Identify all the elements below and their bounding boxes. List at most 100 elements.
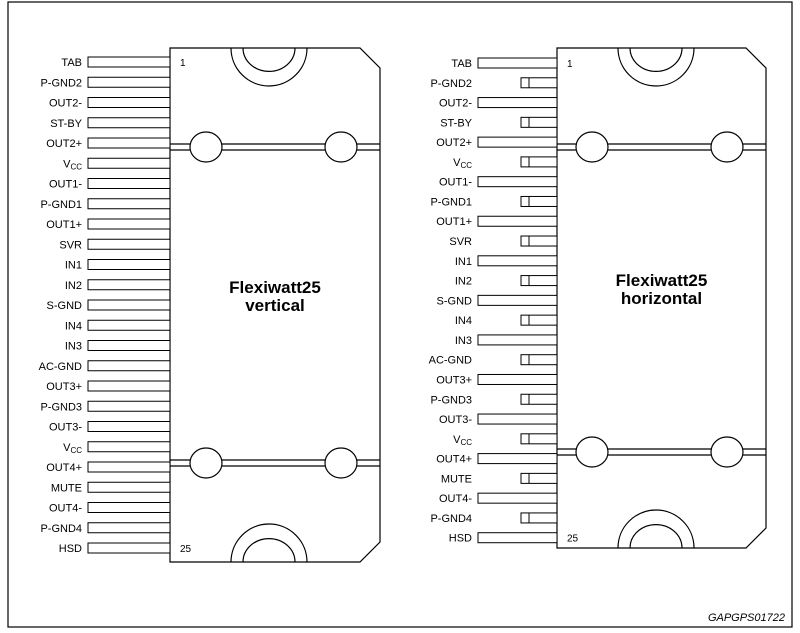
figure-frame [7,1,793,628]
pin-label: IN1 [455,256,472,268]
pin-label: P-GND4 [40,523,82,535]
pin-label: P-GND2 [430,78,472,90]
bottom-notch [617,509,695,549]
pin-lead [477,255,558,267]
pin-lead [520,512,558,524]
pin: IN4 [65,319,171,332]
pin-label: ST-BY [440,117,472,129]
pin-lead [520,77,558,89]
pin-lead [87,522,171,534]
pin: OUT3- [49,421,171,434]
pin-lead [87,400,171,412]
pin: SVR [59,238,171,251]
pin-label: P-GND1 [40,199,82,211]
pin: OUT1- [439,176,558,189]
pin-label: S-GND [47,300,83,312]
top-notch [617,47,695,87]
pin-lead [87,117,171,129]
pin-lead [477,373,558,385]
pin-lead [520,393,558,405]
pin-lead [520,195,558,207]
pin: AC-GND [429,354,558,367]
pin-label: ST-BY [50,118,82,130]
pin: OUT1+ [46,218,171,231]
pin: OUT4+ [436,453,558,466]
mounting-hole [710,131,744,163]
pin-lead [87,319,171,331]
pin: P-GND2 [430,77,558,90]
pin-lead [87,56,171,68]
pin: IN1 [65,259,171,272]
pin-lead [520,472,558,484]
pin-lead [87,421,171,432]
pin-lead [520,433,558,445]
pin-label: OUT2+ [46,138,82,150]
pin: OUT4+ [46,461,171,474]
last-pin-number: 25 [567,534,579,545]
pin: OUT3+ [436,373,558,386]
pin-label: P-GND4 [430,513,472,525]
pin: ST-BY [50,117,171,130]
pin-label: HSD [59,543,82,555]
pin-lead [87,97,171,108]
pin-lead [520,116,558,128]
top-notch [230,47,308,87]
pin-label: IN1 [65,260,82,272]
pin: IN2 [455,275,558,288]
pin-lead [477,334,558,346]
pin: IN4 [455,314,558,327]
pin: IN1 [455,255,558,268]
pin-lead [87,502,171,513]
bottom-notch [230,523,308,563]
pin-lead [87,441,171,453]
pin-label: OUT3+ [436,374,472,386]
pin-label: P-GND3 [430,394,472,406]
pin-label: OUT3- [49,422,82,434]
pin-label: OUT2- [49,98,82,110]
pin-lead [87,137,171,149]
pin-label: OUT3- [439,414,472,426]
pin-label: OUT4- [49,503,82,515]
pin: S-GND [437,294,558,307]
pin: MUTE [441,472,558,485]
lower-mounting-bar [557,436,766,468]
bottom-notch-inner [629,524,683,549]
pin-label-subscript: CC [70,446,82,455]
pin-lead [87,360,171,372]
first-pin-number: 1 [567,59,573,70]
pin-label: OUT2- [439,98,472,110]
pin: VCC [63,157,171,171]
pin-lead [520,275,558,287]
last-pin-number: 25 [180,544,192,555]
package-title: Flexiwatt25 [616,271,708,290]
pin: HSD [449,532,558,545]
bottom-notch-inner [242,538,296,563]
pin-lead [477,453,558,465]
pin: P-GND1 [430,195,558,208]
pin-label: SVR [449,236,472,248]
pin-lead [477,413,558,425]
pin-label: OUT2+ [436,137,472,149]
pin-lead [477,136,558,148]
pin-label: SVR [59,239,82,251]
pin-label: MUTE [441,473,472,485]
pin-label: IN3 [65,341,82,353]
pin-lead [520,354,558,366]
pin: OUT3- [439,413,558,426]
pin: S-GND [47,299,171,312]
upper-mounting-bar [557,131,766,163]
mounting-hole [189,447,223,479]
pin: OUT2- [49,97,171,110]
pin-lead [477,492,558,504]
pin-label: MUTE [51,482,82,494]
package-body [169,47,381,563]
package-subtitle: horizontal [621,289,702,308]
pin-label: OUT1+ [436,216,472,228]
package-body [556,47,767,549]
pin-lead [87,259,171,270]
pin-lead [87,218,171,230]
pin: HSD [59,542,171,555]
pin-label: TAB [61,57,82,69]
package-vertical: TABP-GND2OUT2-ST-BYOUT2+VCCOUT1-P-GND1OU… [39,47,381,563]
